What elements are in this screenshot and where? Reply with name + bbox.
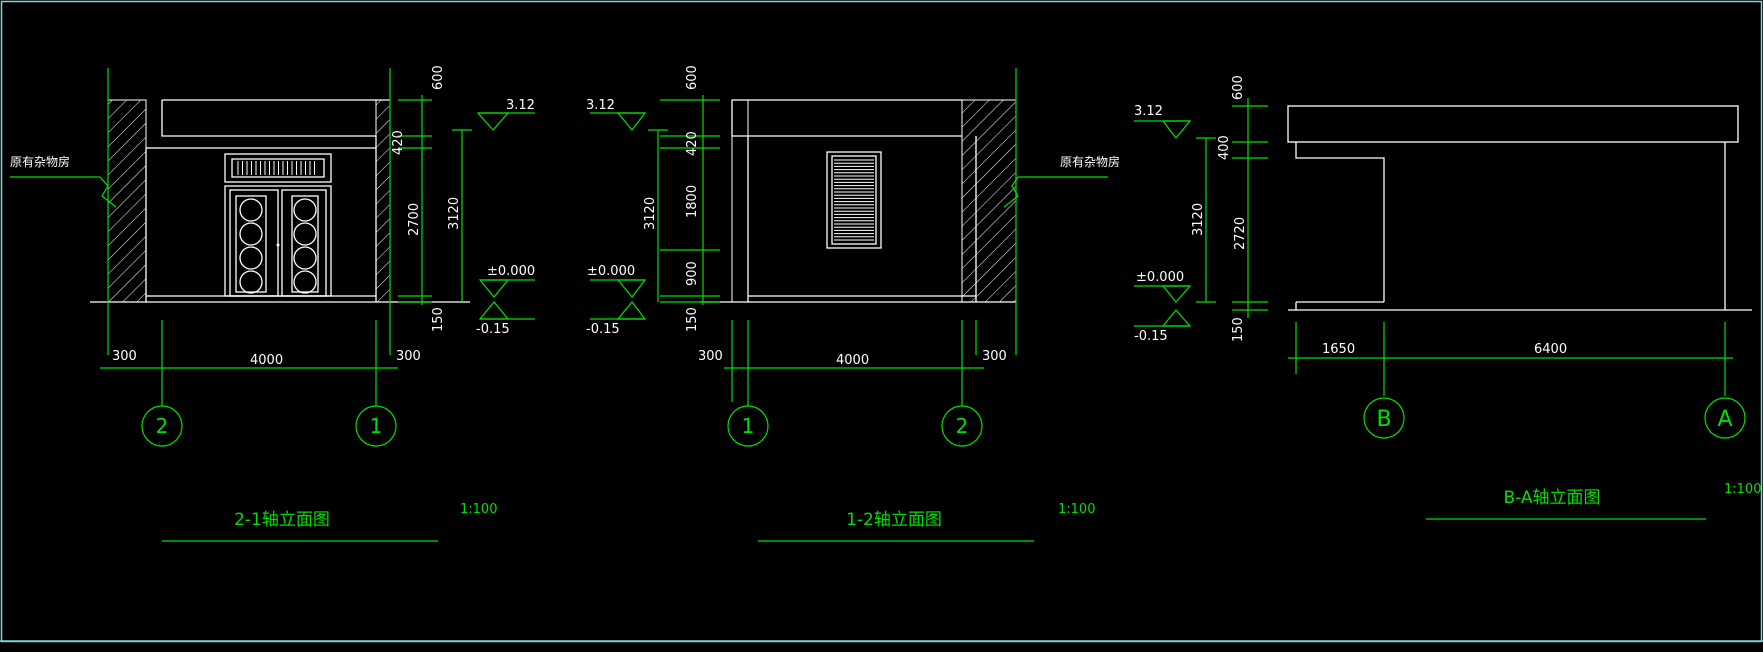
- hatched-wall-right: [375, 99, 391, 303]
- ornament-circle: [239, 246, 263, 270]
- axis-label-2[interactable]: 2: [956, 414, 969, 438]
- ornament-circle: [293, 270, 317, 294]
- hdim-300-left: 300: [698, 349, 723, 364]
- hatched-wall-left: [731, 99, 749, 303]
- annotation-lines: [590, 68, 1108, 542]
- hdim-6400: 6400: [1534, 342, 1567, 357]
- level-top: 3.12: [506, 98, 535, 113]
- axis-label-B[interactable]: B: [1376, 407, 1391, 432]
- vdim-total: 3120: [447, 197, 462, 230]
- vdim-total: 3120: [643, 197, 658, 230]
- axis-label-1[interactable]: 1: [742, 414, 755, 438]
- level-top: 3.12: [586, 98, 615, 113]
- hdim-300-right: 300: [396, 349, 421, 364]
- elevation-b-a[interactable]: 3.12 ±0.000 -0.15 600 400 2720 150 3120 …: [1134, 75, 1761, 520]
- louvre-slats: [834, 159, 874, 241]
- axis-label-2[interactable]: 2: [156, 414, 169, 438]
- axis-label-1[interactable]: 1: [370, 414, 383, 438]
- vdim-400: 400: [1217, 135, 1232, 160]
- view-title[interactable]: B-A轴立面图: [1503, 488, 1600, 508]
- hdim-300-right: 300: [982, 349, 1007, 364]
- neighbor-label: 原有杂物房: [1060, 154, 1120, 169]
- hdim-1650: 1650: [1322, 342, 1355, 357]
- hdim-300-left: 300: [112, 349, 137, 364]
- hdim-4000: 4000: [836, 353, 869, 368]
- ornament-circle: [239, 270, 263, 294]
- door-ornament: [239, 198, 317, 294]
- view-scale: 1:100: [460, 502, 497, 517]
- vdim-150: 150: [431, 307, 446, 332]
- hdim-4000: 4000: [250, 353, 283, 368]
- vdim-600: 600: [1231, 75, 1246, 100]
- view-title[interactable]: 1-2轴立面图: [846, 510, 942, 530]
- vdim-2700: 2700: [407, 203, 422, 236]
- vdim-420: 420: [391, 130, 406, 155]
- vdim-600: 600: [431, 65, 446, 90]
- vdim-150: 150: [685, 307, 700, 332]
- vdim-1800: 1800: [685, 185, 700, 218]
- vdim-600: 600: [685, 65, 700, 90]
- view-scale: 1:100: [1724, 482, 1761, 497]
- vdim-2720: 2720: [1233, 217, 1248, 250]
- hatched-wall-left: [107, 99, 147, 303]
- ornament-circle: [293, 246, 317, 270]
- building-outline: [1287, 105, 1752, 311]
- level-below: -0.15: [1134, 329, 1168, 344]
- level-top: 3.12: [1134, 104, 1163, 119]
- level-ground: ±0.000: [1136, 270, 1184, 285]
- building-outline: [700, 99, 1016, 303]
- level-below: -0.15: [586, 322, 620, 337]
- elevation-2-1[interactable]: 原有杂物房 3.12 ±0.000 -0.15 600 420 2700 150…: [10, 65, 535, 542]
- vdim-150: 150: [1231, 317, 1246, 342]
- ornament-circle: [293, 222, 317, 246]
- vdim-420: 420: [685, 131, 700, 156]
- annotation-lines: [10, 68, 535, 542]
- neighbor-label: 原有杂物房: [10, 154, 70, 169]
- vdim-total: 3120: [1191, 203, 1206, 236]
- vdim-900: 900: [685, 261, 700, 286]
- building-outline: [90, 99, 470, 303]
- level-ground: ±0.000: [487, 264, 535, 279]
- door-handle: [276, 243, 280, 247]
- hatched-wall-right: [961, 99, 1017, 303]
- view-title[interactable]: 2-1轴立面图: [234, 510, 330, 530]
- ornament-circle: [293, 198, 317, 222]
- ornament-circle: [239, 222, 263, 246]
- elevation-1-2[interactable]: 原有杂物房 3.12 ±0.000 -0.15 600 420 1800 900…: [586, 65, 1120, 542]
- ornament-circle: [239, 198, 263, 222]
- level-below: -0.15: [476, 322, 510, 337]
- annotation-lines: [1134, 98, 1746, 520]
- view-scale: 1:100: [1058, 502, 1095, 517]
- level-ground: ±0.000: [587, 264, 635, 279]
- transom-bars: [237, 161, 315, 175]
- louvre-window: [826, 151, 882, 249]
- axis-label-A[interactable]: A: [1717, 407, 1732, 432]
- entrance-door: [224, 153, 332, 297]
